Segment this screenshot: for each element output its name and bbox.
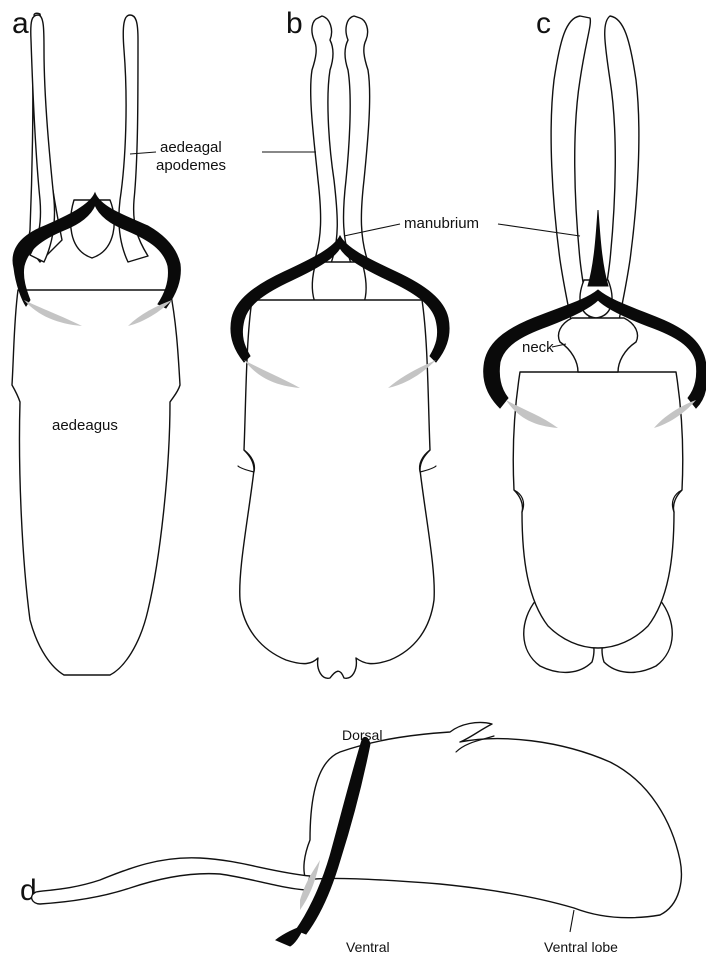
panel-b-aedeagus-body [240, 300, 435, 678]
panel-c-neck [559, 318, 638, 372]
panel-b-letter: b [286, 7, 303, 40]
aedeagal-label-line2: apodemes [156, 157, 226, 174]
ventral-label: Ventral [346, 939, 390, 955]
panel-c-drawing: c neck [484, 7, 706, 672]
aedeagus-label: aedeagus [52, 417, 118, 434]
panel-c-manubrium [588, 210, 608, 286]
manubrium-label: manubrium [404, 215, 479, 232]
panel-a-letter: a [12, 7, 29, 40]
panel-a-aedeagus-body [12, 290, 180, 675]
neck-label: neck [522, 339, 554, 356]
panel-b-apodeme-right [344, 16, 370, 266]
aedeagal-label-line1: aedeagal [160, 139, 222, 156]
ventral-lobe-leader [570, 910, 574, 932]
panel-c-letter: c [536, 7, 551, 40]
panel-d-basal-tube [32, 858, 310, 904]
ventral-lobe-label: Ventral lobe [544, 939, 618, 955]
panel-a-drawing: a aedeagus [12, 7, 180, 675]
panel-b-apodeme-left [311, 16, 338, 266]
dorsal-label: Dorsal [342, 727, 382, 743]
panel-c-aedeagus-body [513, 372, 683, 648]
panel-d-rod-base [276, 926, 304, 946]
panel-d-drawing: d Dorsal Ventral Ventral lobe [20, 722, 681, 955]
panel-b-drawing: b [231, 7, 449, 678]
